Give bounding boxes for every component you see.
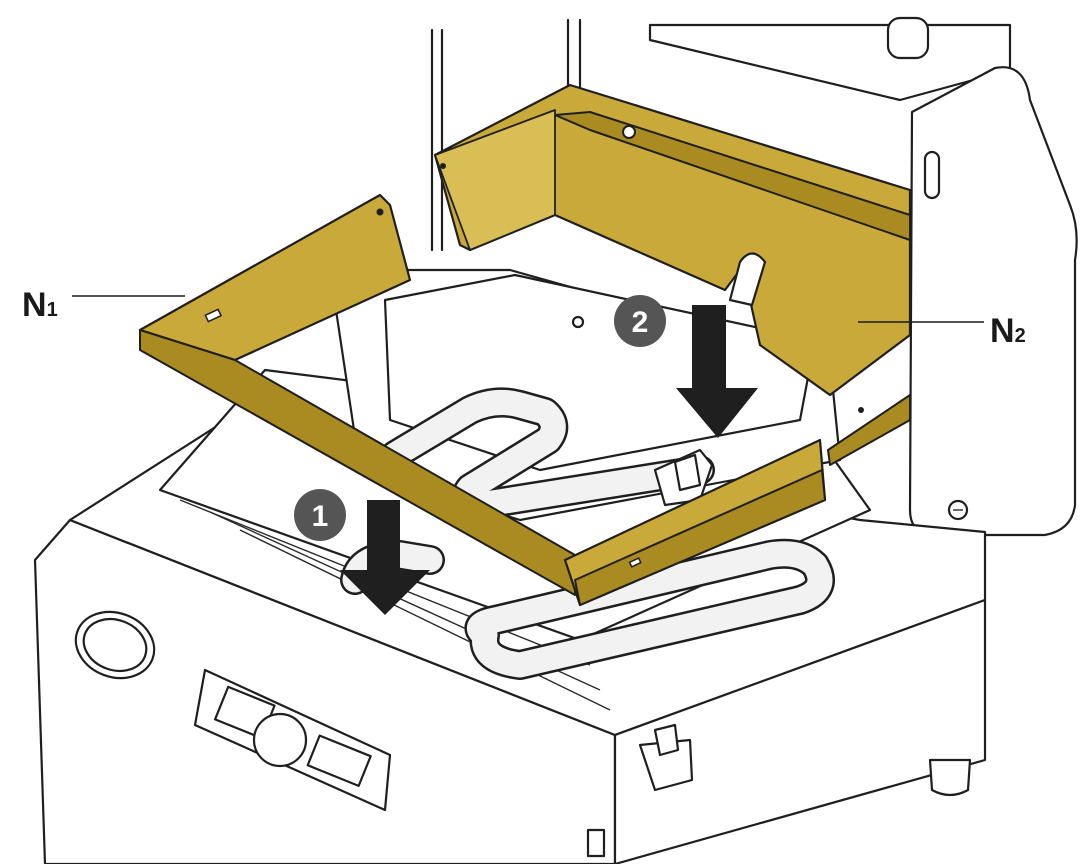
callout-n1-letter: N — [22, 286, 47, 324]
lid-frame — [430, 16, 1012, 252]
step-2-arrow — [676, 305, 758, 438]
callout-n2: N2 — [858, 312, 1026, 350]
lid-side-panel — [908, 66, 1078, 537]
thermostat-clip — [653, 448, 714, 507]
callout-n2-letter: N — [990, 312, 1015, 350]
svg-text:N1: N1 — [22, 286, 58, 324]
callout-n1: N1 — [22, 286, 185, 324]
step-2-badge: 2 — [614, 295, 666, 347]
step-1-label: 1 — [312, 500, 329, 533]
step-1-badge: 1 — [294, 489, 346, 541]
callout-n1-index: 1 — [47, 299, 58, 321]
panel-n1 — [138, 193, 827, 607]
step-1-arrow — [340, 500, 430, 615]
callout-n2-index: 2 — [1015, 325, 1026, 347]
step-2-label: 2 — [632, 306, 649, 339]
svg-text:N2: N2 — [990, 312, 1026, 350]
panel-n2 — [433, 83, 912, 466]
